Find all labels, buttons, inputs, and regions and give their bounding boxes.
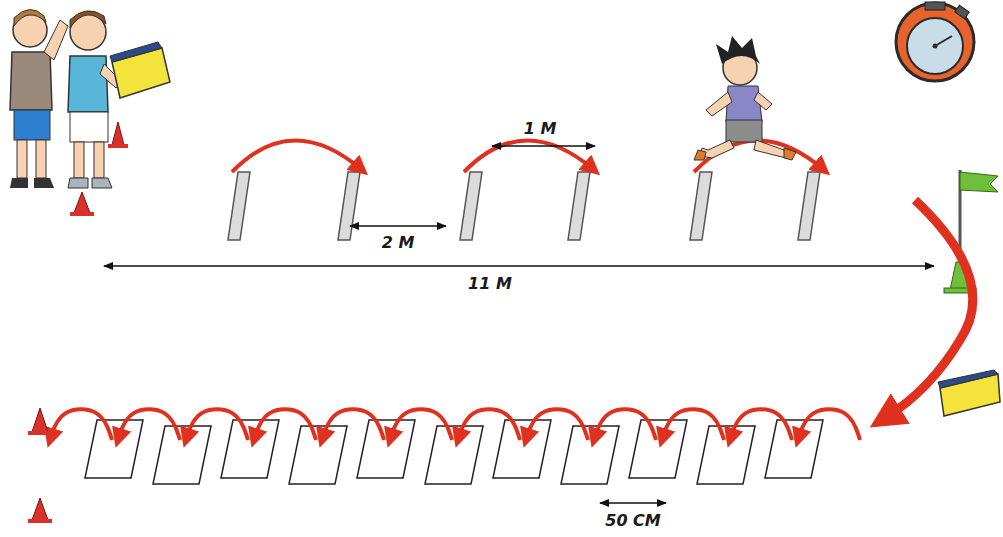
ladder-square <box>765 420 823 478</box>
hurdle-bar <box>338 172 360 240</box>
hop-arc <box>730 409 792 440</box>
cone <box>32 408 48 432</box>
dimension-line <box>104 146 934 503</box>
child-figure <box>68 11 122 188</box>
child-figure <box>44 20 68 60</box>
child-figure <box>14 110 50 140</box>
hop-arc <box>662 409 724 440</box>
stopwatch <box>907 18 963 74</box>
child-figure <box>74 142 84 178</box>
hop-arc <box>322 409 384 440</box>
hop-arc <box>390 409 452 440</box>
hurdle-bar <box>690 172 712 240</box>
dimension-label: 1 M <box>522 120 559 138</box>
stopwatch <box>955 5 969 18</box>
cone <box>70 212 94 216</box>
ladder-square <box>289 426 347 484</box>
material-box <box>110 42 170 98</box>
ladder-square <box>697 426 755 484</box>
running-child <box>716 36 760 64</box>
hop-arc <box>118 409 180 440</box>
cone <box>28 431 52 435</box>
ladder-square <box>85 420 143 478</box>
hop-arc <box>526 409 588 440</box>
stopwatch <box>925 2 945 10</box>
cone <box>108 144 128 148</box>
cone <box>32 498 48 520</box>
ladder-square <box>221 420 279 478</box>
stopwatch <box>935 36 952 46</box>
cone <box>28 519 52 523</box>
hop-arc <box>798 409 860 440</box>
jump-arc <box>232 140 824 172</box>
material-box <box>938 370 998 388</box>
cone <box>70 122 128 216</box>
dimension-line <box>600 502 666 504</box>
hurdle-bar <box>568 172 590 240</box>
ladder-square <box>493 420 551 478</box>
dimension-line <box>104 265 934 267</box>
cone <box>112 122 124 145</box>
running-child <box>694 36 796 160</box>
ladder-square <box>357 420 415 478</box>
hurdle-bar <box>228 172 250 240</box>
child-figure <box>94 142 104 178</box>
stopwatch <box>896 3 974 81</box>
jump-arc <box>694 140 824 172</box>
child-figure <box>17 140 27 178</box>
cone <box>28 408 52 523</box>
jump-arc <box>232 140 362 172</box>
dimension-label: 50 CM <box>603 512 663 530</box>
running-child <box>754 140 786 158</box>
ladder-square <box>561 426 619 484</box>
child-figure <box>10 52 52 110</box>
material-box <box>110 42 162 62</box>
ladder-square <box>629 420 687 478</box>
running-child <box>706 92 732 116</box>
running-child <box>726 120 762 142</box>
material-box <box>938 370 1000 416</box>
hop-arc <box>50 409 860 440</box>
hop-arc <box>50 409 112 440</box>
stopwatch <box>896 2 974 81</box>
child-figure <box>36 140 46 178</box>
dimension-label: 2 M <box>380 234 417 252</box>
stopwatch <box>933 44 938 49</box>
running-child <box>726 86 762 122</box>
jump-arc <box>464 140 594 172</box>
hop-arc <box>458 409 520 440</box>
finish-flag <box>960 172 998 192</box>
hurdle-bar <box>460 172 482 240</box>
child-figure <box>68 56 108 112</box>
dimension-line <box>350 225 446 227</box>
child-figure <box>10 9 68 188</box>
child-figure <box>14 9 46 26</box>
ladder-square <box>153 426 211 484</box>
child-figure <box>10 178 54 188</box>
child-figure <box>70 11 106 28</box>
hurdle-bar <box>798 172 820 240</box>
dimension-line <box>492 145 595 147</box>
dimension-label: 11 M <box>466 275 514 293</box>
ladder-square <box>425 426 483 484</box>
cone <box>74 192 90 213</box>
hop-arc <box>254 409 316 440</box>
running-child <box>694 148 796 160</box>
child-figure <box>70 112 108 142</box>
hop-arc <box>594 409 656 440</box>
hurdle-bar <box>228 172 820 240</box>
child-figure <box>68 178 112 188</box>
running-child <box>754 92 772 110</box>
hop-arc <box>186 409 248 440</box>
ladder-square <box>85 420 823 484</box>
